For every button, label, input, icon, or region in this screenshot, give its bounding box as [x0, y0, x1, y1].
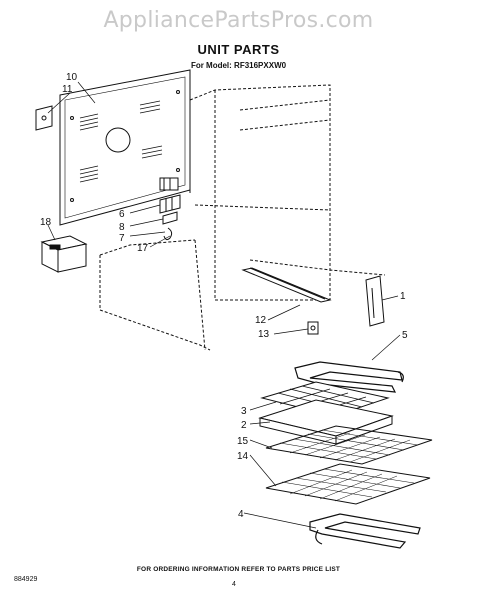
page-number: 4: [232, 581, 236, 588]
oven-rack-lower: [265, 463, 431, 505]
oven-rack-upper: [265, 425, 433, 465]
callout-5: 5: [402, 330, 408, 341]
callout-7: 7: [119, 233, 125, 244]
terminal-block: [159, 194, 181, 214]
document-number: 884929: [14, 576, 38, 583]
leader-lines: [47, 81, 401, 529]
ordering-note: FOR ORDERING INFORMATION REFER TO PARTS …: [136, 566, 341, 573]
broil-element: [294, 361, 404, 393]
broil-pan: [258, 399, 394, 445]
watermark: AppliancePartsPros.com: [103, 8, 374, 33]
model-line: For Model: RF316PXXW0: [190, 61, 287, 70]
transformer: [40, 235, 88, 273]
callout-8: 8: [119, 222, 125, 233]
page-title: UNIT PARTS: [197, 42, 280, 57]
bake-element: [309, 513, 421, 549]
callout-14: 14: [237, 451, 249, 462]
callout-2: 2: [241, 420, 247, 431]
callout-13: 13: [258, 329, 270, 340]
callout-3: 3: [241, 406, 247, 417]
callout-4: 4: [238, 509, 244, 520]
callout-18: 18: [40, 217, 52, 228]
clip: [163, 227, 173, 241]
bracket: [35, 105, 53, 131]
callout-1: 1: [400, 291, 406, 302]
rear-panel: [59, 69, 191, 226]
callout-11: 11: [62, 84, 73, 95]
callout-12: 12: [255, 315, 267, 326]
callout-15: 15: [237, 436, 249, 447]
callout-10: 10: [66, 72, 78, 83]
element-bracket: [307, 321, 319, 335]
side-cover: [365, 275, 385, 327]
oven-cabinet-frame: [99, 84, 386, 351]
connector: [162, 211, 178, 225]
callout-17: 17: [137, 243, 149, 254]
broil-rail: [241, 267, 332, 303]
callout-6: 6: [119, 209, 125, 220]
